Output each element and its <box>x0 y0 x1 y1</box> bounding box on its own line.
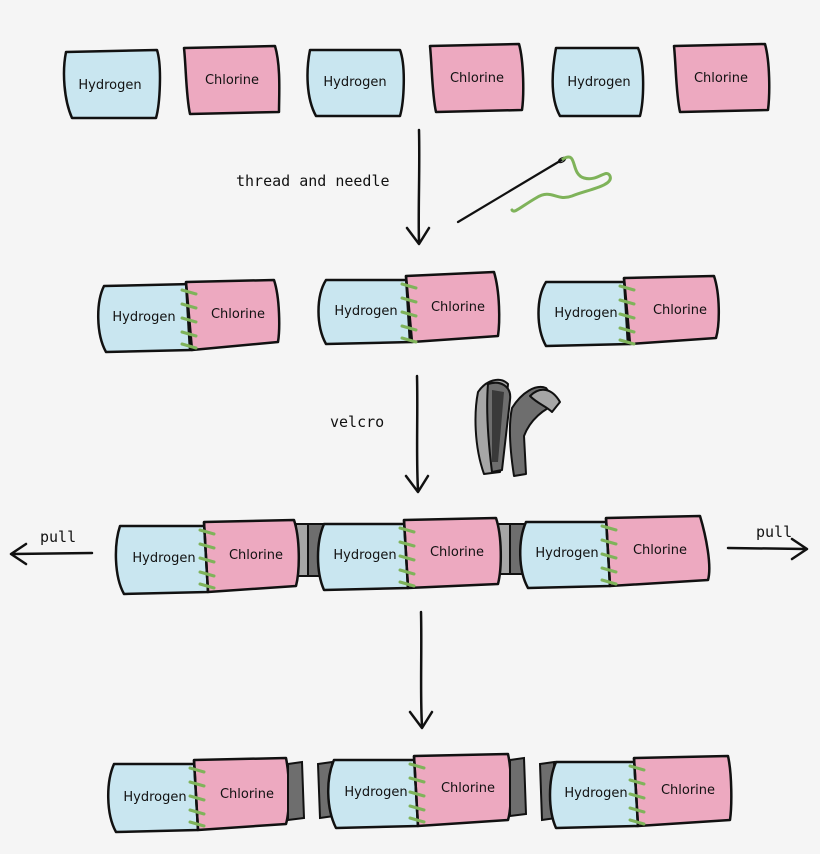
hydrogen-label: Hydrogen <box>554 306 617 321</box>
hcl-molecule: Hydrogen Chlorine <box>518 514 711 590</box>
velcro-caption: velcro <box>330 413 384 431</box>
pull-caption: pull <box>40 528 76 546</box>
hcl-molecule: Hydrogen Chlorine <box>316 516 503 592</box>
chlorine-label: Chlorine <box>211 307 265 322</box>
stitches <box>628 764 646 826</box>
arrow-down-icon <box>404 374 430 494</box>
hydrogen-label: Hydrogen <box>344 785 407 800</box>
chlorine-label: Chlorine <box>441 781 495 796</box>
hcl-molecule: Hydrogen Chlorine <box>538 754 733 830</box>
chlorine-atom: Chlorine <box>182 44 281 116</box>
row-separated-molecules: Hydrogen Chlorine Hydrogen Chlorine H <box>106 752 733 834</box>
row-velcro-chain: Hydrogen Chlorine Hydrogen Chlorine Hydr… <box>9 514 809 596</box>
hydrogen-label: Hydrogen <box>123 790 186 805</box>
hcl-molecule: Hydrogen Chlorine <box>316 752 528 830</box>
hydrogen-label: Hydrogen <box>535 546 598 561</box>
stitches <box>180 288 198 350</box>
needle-icon <box>456 155 612 224</box>
velcro-piece <box>287 760 306 822</box>
chlorine-label: Chlorine <box>220 787 274 802</box>
chlorine-label: Chlorine <box>450 71 504 86</box>
hydrogen-atom: Hydrogen <box>306 48 406 118</box>
hcl-molecule: Hydrogen Chlorine <box>106 756 306 834</box>
hcl-molecule: Hydrogen Chlorine <box>96 278 281 354</box>
hydrogen-label: Hydrogen <box>567 75 630 90</box>
pull-caption: pull <box>756 523 792 541</box>
hcl-molecule: Hydrogen Chlorine <box>537 274 720 348</box>
thread-and-needle-caption: thread and needle <box>236 172 390 190</box>
chlorine-label: Chlorine <box>430 545 484 560</box>
hcl-molecule: Hydrogen Chlorine <box>317 270 501 346</box>
stitches <box>400 282 418 344</box>
step-velcro: velcro <box>330 374 561 494</box>
stitches <box>618 284 636 346</box>
hydrogen-atom: Hydrogen <box>551 46 645 118</box>
chlorine-label: Chlorine <box>431 300 485 315</box>
stitches <box>600 524 618 586</box>
hydrogen-label: Hydrogen <box>78 78 141 93</box>
chlorine-label: Chlorine <box>653 303 707 318</box>
hydrogen-label: Hydrogen <box>333 548 396 563</box>
chlorine-label: Chlorine <box>633 543 687 558</box>
chlorine-label: Chlorine <box>694 71 748 86</box>
hydrogen-label: Hydrogen <box>334 304 397 319</box>
stitches <box>198 528 216 590</box>
velcro-piece <box>509 756 528 818</box>
stitches <box>188 766 206 828</box>
hydrogen-label: Hydrogen <box>564 786 627 801</box>
row-separate-atoms: Hydrogen Chlorine Hydrogen Chlorine Hydr… <box>62 42 771 120</box>
stitches <box>408 762 426 824</box>
hcl-molecule: Hydrogen Chlorine <box>114 518 301 596</box>
arrow-right-icon <box>726 537 809 561</box>
chlorine-atom: Chlorine <box>428 42 525 114</box>
chlorine-label: Chlorine <box>229 548 283 563</box>
hydrogen-label: Hydrogen <box>323 75 386 90</box>
chlorine-label: Chlorine <box>661 783 715 798</box>
hydrogen-atom: Hydrogen <box>62 48 162 120</box>
chlorine-atom: Chlorine <box>672 42 771 114</box>
pull-right: pull <box>726 523 809 561</box>
pull-left: pull <box>9 528 94 566</box>
velcro-icon <box>474 378 561 477</box>
chlorine-label: Chlorine <box>205 73 259 88</box>
stitches <box>398 526 416 588</box>
row-stitched-molecules: Hydrogen Chlorine Hydrogen Chlorine Hydr… <box>96 270 720 354</box>
step-thread-and-needle: thread and needle <box>236 128 612 246</box>
arrow-left-icon <box>9 542 94 566</box>
arrow-down-icon <box>408 610 434 730</box>
hydrogen-label: Hydrogen <box>112 310 175 325</box>
arrow-down-icon <box>405 128 431 246</box>
hydrogen-label: Hydrogen <box>132 551 195 566</box>
